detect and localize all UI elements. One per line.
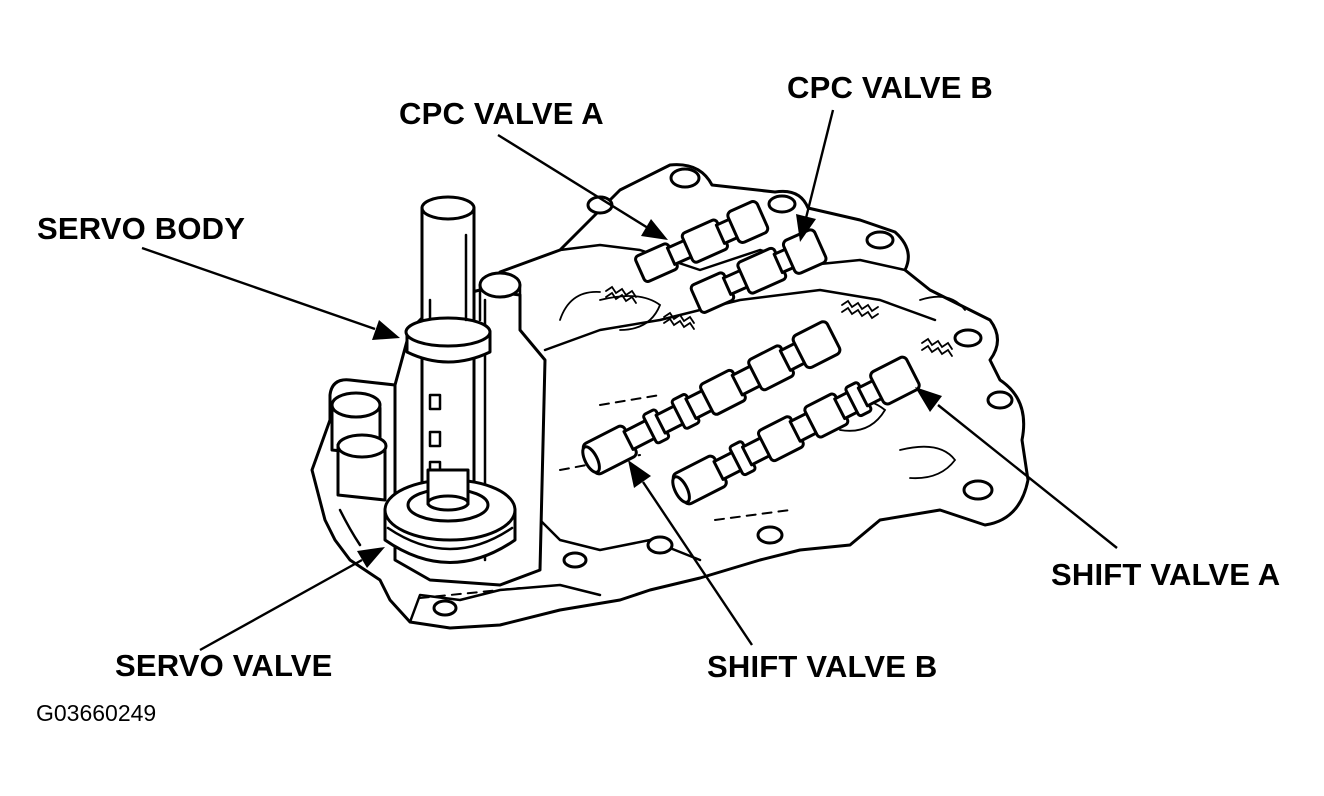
shift-valve-b — [581, 299, 879, 476]
label-shift-valve-b: SHIFT VALVE B — [707, 649, 938, 684]
figure-code: G03660249 — [36, 700, 156, 726]
label-shift-valve-a: SHIFT VALVE A — [1051, 557, 1280, 592]
shift-valve-a — [671, 337, 953, 506]
label-cpc-valve-a: CPC VALVE A — [399, 96, 604, 131]
servo-rod — [404, 195, 492, 510]
leader-cpc-valve-a — [497, 133, 668, 240]
leader-servo-body — [141, 246, 400, 340]
label-cpc-valve-b: CPC VALVE B — [787, 70, 993, 105]
cpc-valve-b — [663, 228, 828, 330]
servo-valve — [383, 468, 517, 564]
leader-servo-valve — [199, 547, 385, 652]
label-servo-valve: SERVO VALVE — [115, 648, 333, 683]
leader-shift-valve-b — [628, 460, 753, 646]
cpc-valve-a — [605, 200, 770, 304]
leader-cpc-valve-b — [796, 109, 835, 242]
leader-shift-valve-a — [915, 387, 1118, 549]
label-servo-body: SERVO BODY — [37, 211, 245, 246]
